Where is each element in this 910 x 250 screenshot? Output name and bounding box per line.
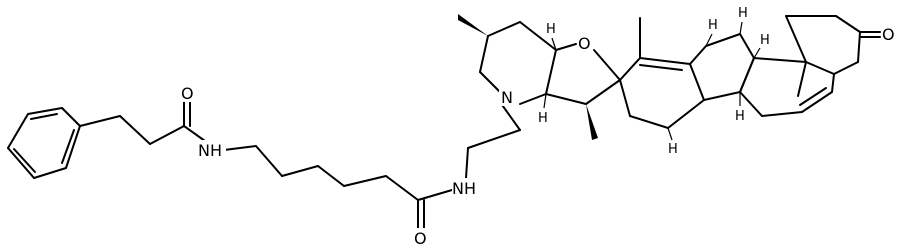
amide-o-left-label: O [181,84,194,103]
phenyl-ring [7,107,81,179]
h-label-ring-b-junction: H [760,33,770,48]
ring-nitrogen-label: N [501,88,513,107]
amide-nh-left-label: NH [198,141,222,160]
piperidine-methyl [458,14,488,36]
h-label-ring-c-bottom: H [735,109,745,124]
ketone-oxygen-label: O [882,25,895,44]
stereo-h-labels: H H H H H H H [538,6,770,157]
furan-ring [545,43,621,105]
h-label-ring-c-top: H [738,6,748,21]
amide-o-right-label: O [414,229,427,248]
ethylene-linker [465,101,521,179]
h-label-ring-c-left: H [708,18,718,33]
atom-labels: O O N NH O NH O [180,24,895,248]
ring-c [689,33,755,101]
ketone-group [859,31,881,38]
amide-nh-right-label: NH [452,179,476,198]
ring-b [739,57,835,117]
hexanamide-chain [223,145,453,229]
h-label-furan-top: H [546,22,556,37]
ring-a [785,15,861,75]
phenylpropanamide [79,97,213,147]
h-label-ring-d-bottom: H [668,142,678,157]
piperidine-ring [479,21,557,105]
stereo-hash-bonds [543,21,761,141]
h-label-furan-bottom: H [538,111,548,126]
ring-d-spiro [619,17,705,129]
furan-methyl [586,104,598,140]
ring-oxygen-label: O [578,34,591,53]
